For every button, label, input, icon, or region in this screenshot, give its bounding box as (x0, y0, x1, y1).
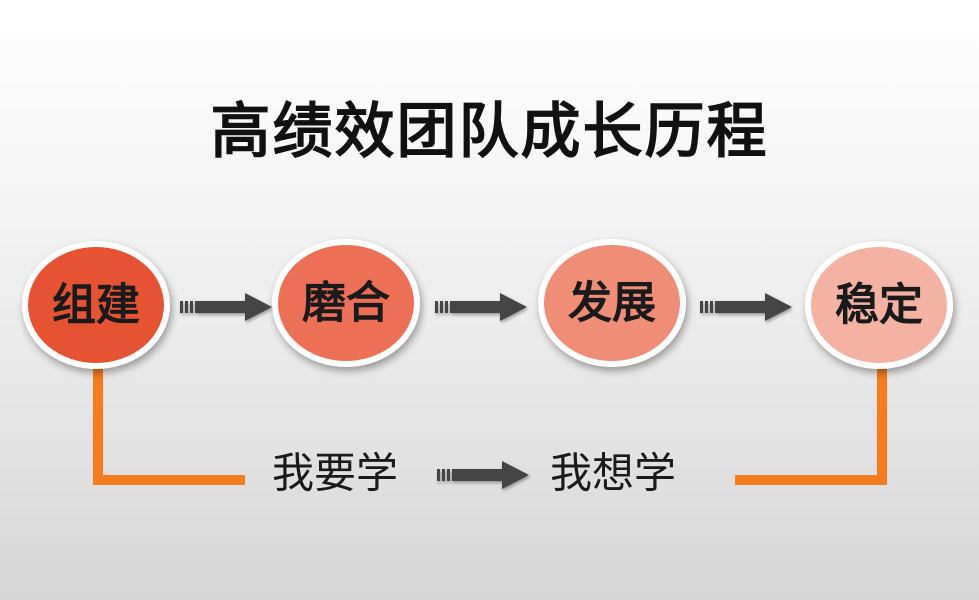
connector-left (93, 368, 245, 485)
page-title: 高绩效团队成长历程 (210, 97, 769, 167)
stage-norming: 发展 (538, 239, 686, 367)
bottom-label-eager-to-learn: 我想学 (550, 449, 676, 498)
bottom-label-want-to-learn: 我要学 (272, 449, 398, 498)
arrow-forming-to-storming (180, 293, 272, 321)
stage-norming-circle (538, 239, 686, 367)
stage-performing-label: 稳定 (835, 280, 923, 331)
stage-forming: 组建 (22, 241, 170, 369)
stage-norming-label: 发展 (568, 278, 656, 329)
stage-performing-circle (805, 241, 953, 369)
arrow-storming-to-norming (435, 293, 527, 321)
stage-forming-circle (22, 241, 170, 369)
stage-storming: 磨合 (272, 239, 420, 367)
arrow-norming-to-performing (700, 293, 792, 321)
arrow-bottom (437, 461, 529, 489)
stage-performing: 稳定 (805, 241, 953, 369)
stage-forming-label: 组建 (52, 280, 140, 331)
connector-right (735, 368, 887, 485)
stage-storming-label: 磨合 (302, 278, 390, 329)
stage-storming-circle (272, 239, 420, 367)
